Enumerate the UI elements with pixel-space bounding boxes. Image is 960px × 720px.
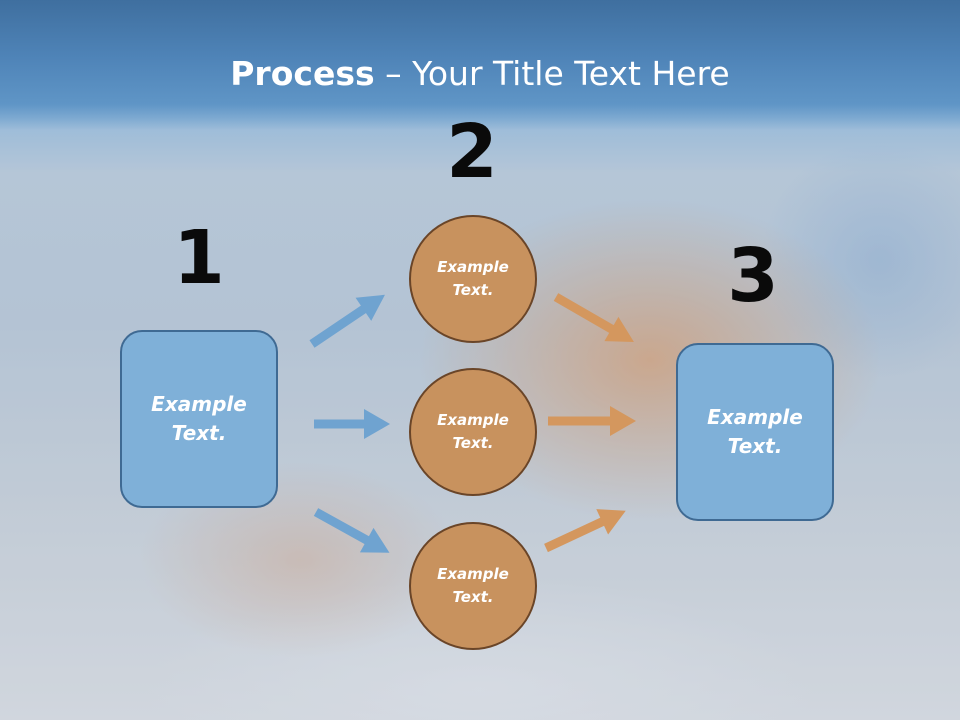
title-bold-part: Process [230, 54, 375, 93]
orange-arrow-up [544, 509, 626, 553]
left-box-line-1: Example [151, 392, 247, 416]
left-box-line-2: Text. [171, 421, 227, 445]
bottom-circle-line-2: Text. [452, 588, 494, 606]
step-number-3: 3 [727, 233, 779, 319]
middle-circle-line-2: Text. [452, 434, 494, 452]
middle-circle-line-1: Example [437, 411, 509, 429]
blue-arrow-down [313, 508, 390, 553]
bottom-circle-line-1: Example [437, 565, 509, 583]
blue-arrow-middle [314, 409, 390, 439]
step-number-1: 1 [173, 215, 225, 301]
blue-arrow-up [309, 294, 385, 348]
step-number-2: 2 [446, 109, 498, 195]
slide-title[interactable]: Process – Your Title Text Here [0, 52, 960, 96]
right-box-line-1: Example [707, 405, 803, 429]
title-rest-part: – Your Title Text Here [374, 54, 730, 93]
right-box-line-2: Text. [727, 434, 783, 458]
title-bar [0, 0, 960, 130]
top-circle-line-1: Example [437, 258, 509, 276]
orange-arrow-down [553, 293, 634, 342]
top-circle-line-2: Text. [452, 281, 494, 299]
orange-arrow-middle [548, 406, 636, 436]
